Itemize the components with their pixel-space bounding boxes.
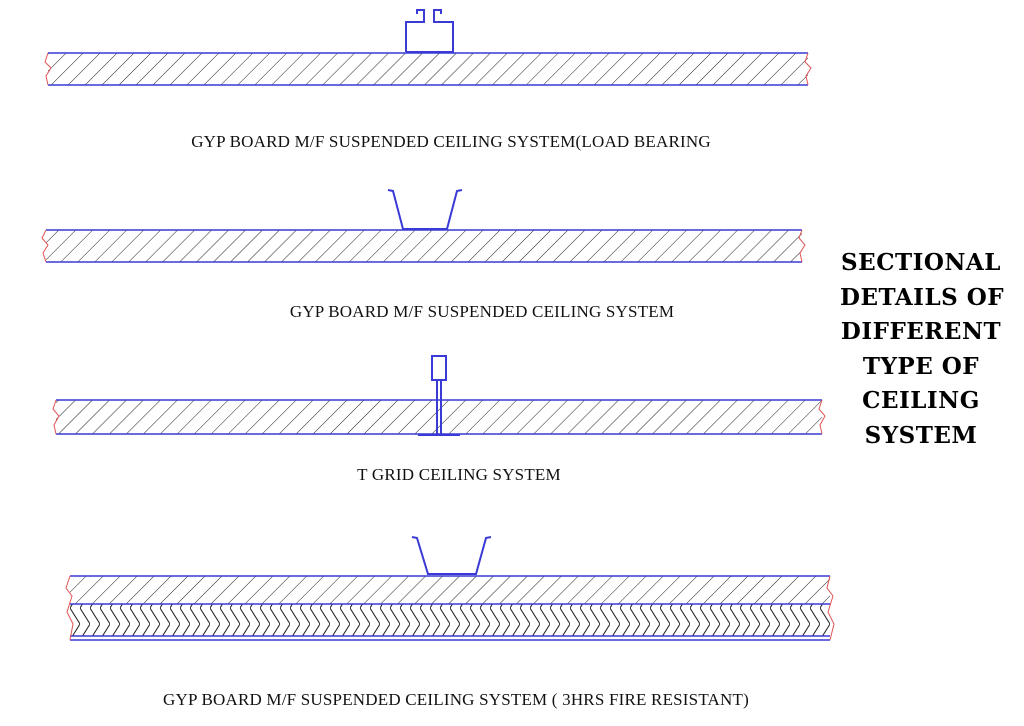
c-channel-profile bbox=[405, 9, 454, 53]
section-4-fire-resistant bbox=[65, 536, 835, 641]
break-mark-right bbox=[818, 399, 826, 435]
title-line: SYSTEM bbox=[864, 421, 978, 449]
title-line: DETAILS OF bbox=[840, 283, 1005, 311]
title-line: DIFFERENT bbox=[840, 318, 1002, 345]
furring-channel-profile bbox=[387, 189, 463, 230]
gyp-board-layer-1 bbox=[70, 576, 830, 604]
break-mark-right bbox=[826, 575, 835, 641]
gyp-board-layer bbox=[48, 53, 808, 85]
section-caption-fire-resistant: GYP BOARD M/F SUSPENDED CEILING SYSTEM (… bbox=[163, 690, 749, 709]
break-mark-right bbox=[804, 52, 812, 86]
break-mark-left bbox=[52, 399, 60, 435]
section-1-load-bearing bbox=[44, 9, 812, 86]
break-mark-left bbox=[65, 575, 74, 641]
break-mark-left bbox=[44, 52, 52, 86]
diagram-title: SECTIONAL DETAILS OF DIFFERENT TYPE OF C… bbox=[840, 246, 1005, 453]
title-line: CEILING bbox=[862, 387, 980, 414]
furring-channel-profile bbox=[411, 536, 492, 575]
title-line: TYPE OF bbox=[862, 352, 980, 380]
break-mark-left bbox=[41, 229, 49, 263]
break-mark-right bbox=[798, 229, 806, 263]
section-3-t-grid bbox=[52, 355, 826, 436]
gyp-board-layer-2 bbox=[70, 604, 830, 636]
section-caption-suspended: GYP BOARD M/F SUSPENDED CEILING SYSTEM bbox=[289, 302, 675, 321]
tile-layer bbox=[56, 400, 822, 434]
title-line: SECTIONAL bbox=[841, 249, 1001, 276]
gyp-board-layer bbox=[46, 230, 802, 262]
t-grid-bulb bbox=[431, 355, 447, 381]
section-2-suspended bbox=[41, 189, 806, 263]
section-caption-t-grid: T GRID CEILING SYSTEM bbox=[357, 465, 561, 484]
section-caption-load-bearing: GYP BOARD M/F SUSPENDED CEILING SYSTEM(L… bbox=[191, 132, 711, 151]
